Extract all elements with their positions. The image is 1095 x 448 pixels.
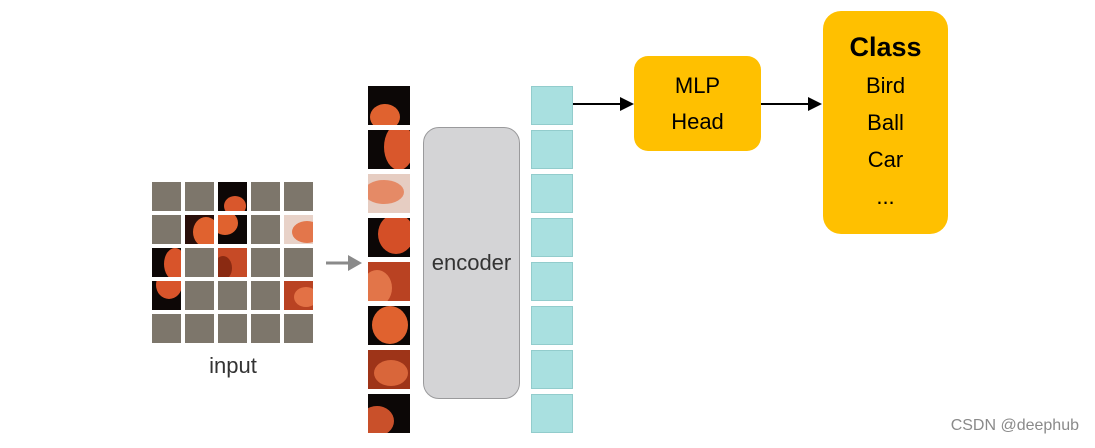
- grid-tile: [251, 215, 280, 244]
- image-patch: [368, 86, 410, 125]
- grid-tile: [251, 314, 280, 343]
- grid-tile-image: [152, 248, 181, 277]
- grid-tile: [251, 182, 280, 211]
- class-token: [531, 86, 573, 125]
- grid-tile-image: [218, 248, 247, 277]
- grid-tile: [284, 248, 313, 277]
- grid-tile-image: [218, 215, 247, 244]
- image-patch: [368, 394, 410, 433]
- grid-tile-image: [284, 215, 313, 244]
- image-patch: [368, 130, 410, 169]
- output-token: [531, 306, 573, 345]
- token-sequence: [531, 86, 573, 438]
- class-item: Bird: [865, 73, 906, 98]
- mlp-head-line2: Head: [671, 108, 724, 134]
- input-image-grid: [152, 182, 314, 344]
- image-patch: [368, 218, 410, 257]
- grid-tile: [185, 281, 214, 310]
- arrow-right-icon: [573, 97, 634, 111]
- output-token: [531, 218, 573, 257]
- arrow-right-icon: [761, 97, 822, 111]
- grid-tile-image: [218, 182, 247, 211]
- grid-tile: [152, 314, 181, 343]
- grid-tile-image: [152, 281, 181, 310]
- class-title: Class: [849, 32, 922, 62]
- arrow-right-icon: [326, 255, 362, 271]
- patch-sequence: [368, 86, 410, 438]
- class-output-box: Class Bird Ball Car ...: [823, 11, 948, 234]
- mlp-head-line1: MLP: [674, 72, 721, 98]
- watermark: CSDN @deephub: [950, 417, 1079, 434]
- image-patch: [368, 174, 410, 213]
- class-item: Car: [867, 147, 904, 172]
- grid-tile: [218, 281, 247, 310]
- grid-tile: [251, 248, 280, 277]
- grid-tile: [185, 248, 214, 277]
- grid-tile: [152, 182, 181, 211]
- image-patch: [368, 306, 410, 345]
- grid-tile: [152, 215, 181, 244]
- encoder-label: encoder: [431, 250, 512, 275]
- grid-tile: [284, 314, 313, 343]
- output-token: [531, 394, 573, 433]
- image-patch: [368, 350, 410, 389]
- output-token: [531, 174, 573, 213]
- grid-tile: [185, 182, 214, 211]
- output-token: [531, 350, 573, 389]
- class-item-ellipsis: ...: [876, 184, 895, 209]
- grid-tile: [185, 314, 214, 343]
- image-patch: [368, 262, 410, 301]
- output-token: [531, 262, 573, 301]
- class-item: Ball: [867, 110, 904, 135]
- grid-tile: [251, 281, 280, 310]
- encoder-block: encoder: [423, 127, 520, 399]
- mlp-head-box: MLP Head: [634, 56, 761, 151]
- grid-tile: [218, 314, 247, 343]
- grid-tile-image: [284, 281, 313, 310]
- grid-tile-image: [185, 215, 214, 244]
- input-label: input: [209, 353, 257, 378]
- grid-tile: [284, 182, 313, 211]
- output-token: [531, 130, 573, 169]
